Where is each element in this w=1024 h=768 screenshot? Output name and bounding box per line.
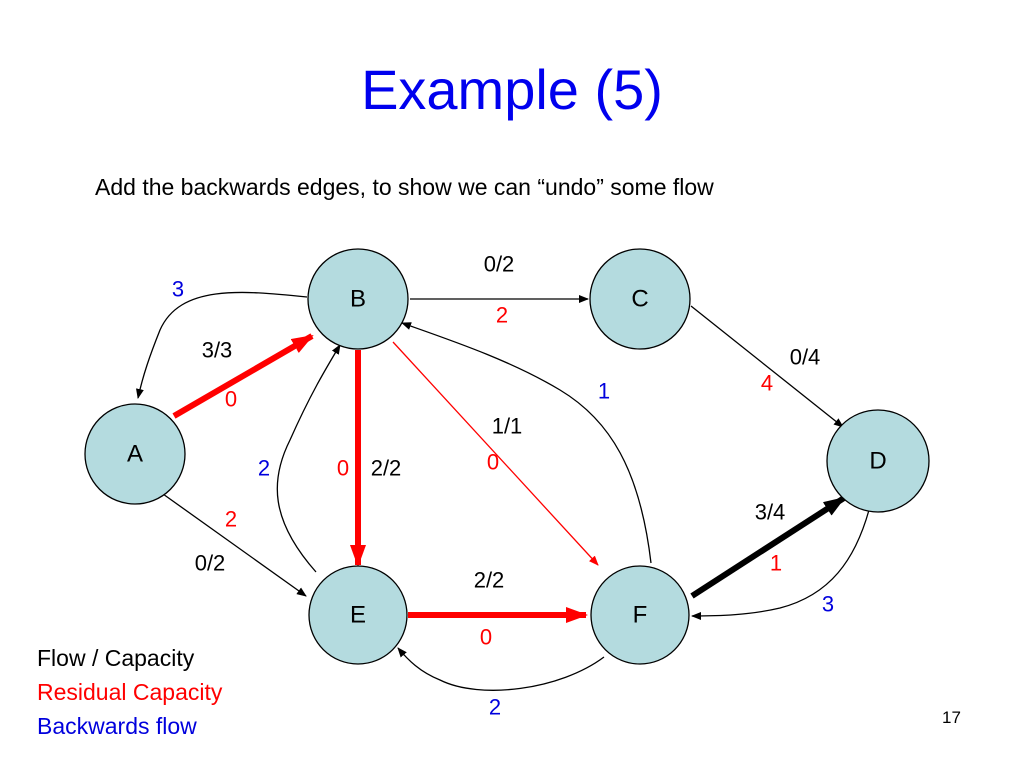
residual-label-A-E: 2 (225, 507, 237, 532)
backward-edge-F-E (397, 647, 605, 691)
flow-capacity-label-C-D: 0/4 (790, 345, 821, 370)
backward-flow-label-E-B: 2 (258, 456, 270, 481)
backward-flow-label-F-E: 2 (489, 695, 501, 720)
page-number: 17 (942, 708, 961, 727)
backward-flow-label-F-B: 1 (598, 379, 610, 404)
node-label: B (350, 286, 366, 313)
edge-A-E (162, 493, 307, 597)
residual-label-C-D: 4 (761, 371, 773, 396)
edge-C-D (690, 305, 844, 428)
flow-capacity-label-B-C: 0/2 (484, 252, 515, 277)
flow-capacity-label-A-B: 3/3 (202, 338, 233, 363)
slide-subtitle: Add the backwards edges, to show we can … (95, 174, 714, 200)
edge-A-B (172, 333, 314, 419)
residual-label-A-B: 0 (225, 387, 237, 412)
node-label: D (869, 448, 886, 475)
edge-B-F (392, 341, 599, 566)
residual-label-E-F: 0 (480, 625, 492, 650)
backward-flow-label-B-A: 3 (172, 277, 184, 302)
residual-label-B-C: 2 (496, 303, 508, 328)
node-E: E (308, 565, 408, 665)
node-label: E (350, 602, 366, 629)
flow-capacity-label-F-D: 3/4 (755, 500, 786, 525)
node-A: A (84, 403, 186, 505)
backward-edge-E-B (276, 344, 341, 573)
flow-capacity-label-A-E: 0/2 (195, 551, 226, 576)
slide-title: Example (5) (361, 58, 663, 121)
legend: Flow / Capacity Residual Capacity Backwa… (37, 641, 222, 743)
node-D: D (826, 409, 930, 513)
residual-label-B-F: 0 (487, 450, 499, 475)
residual-label-F-D: 1 (770, 551, 782, 576)
backward-flow-label-D-F: 3 (822, 592, 834, 617)
node-label: F (633, 602, 648, 629)
flow-capacity-label-B-E: 2/2 (371, 456, 402, 481)
residual-label-B-E: 0 (337, 456, 349, 481)
backward-edge-D-F (691, 509, 870, 620)
flow-capacity-label-E-F: 2/2 (474, 568, 505, 593)
node-label: C (631, 286, 648, 313)
edge-F-D (690, 495, 846, 599)
node-C: C (589, 248, 691, 350)
legend-residual-capacity: Residual Capacity (37, 679, 223, 705)
backward-edge-F-B (401, 322, 652, 564)
legend-backwards-flow: Backwards flow (37, 713, 197, 739)
backward-edge-B-A (136, 291, 308, 399)
legend-flow-capacity: Flow / Capacity (37, 645, 195, 671)
flow-capacity-label-B-F: 1/1 (492, 414, 523, 439)
node-B: B (307, 248, 409, 350)
node-label: A (127, 441, 143, 468)
node-F: F (590, 565, 690, 665)
